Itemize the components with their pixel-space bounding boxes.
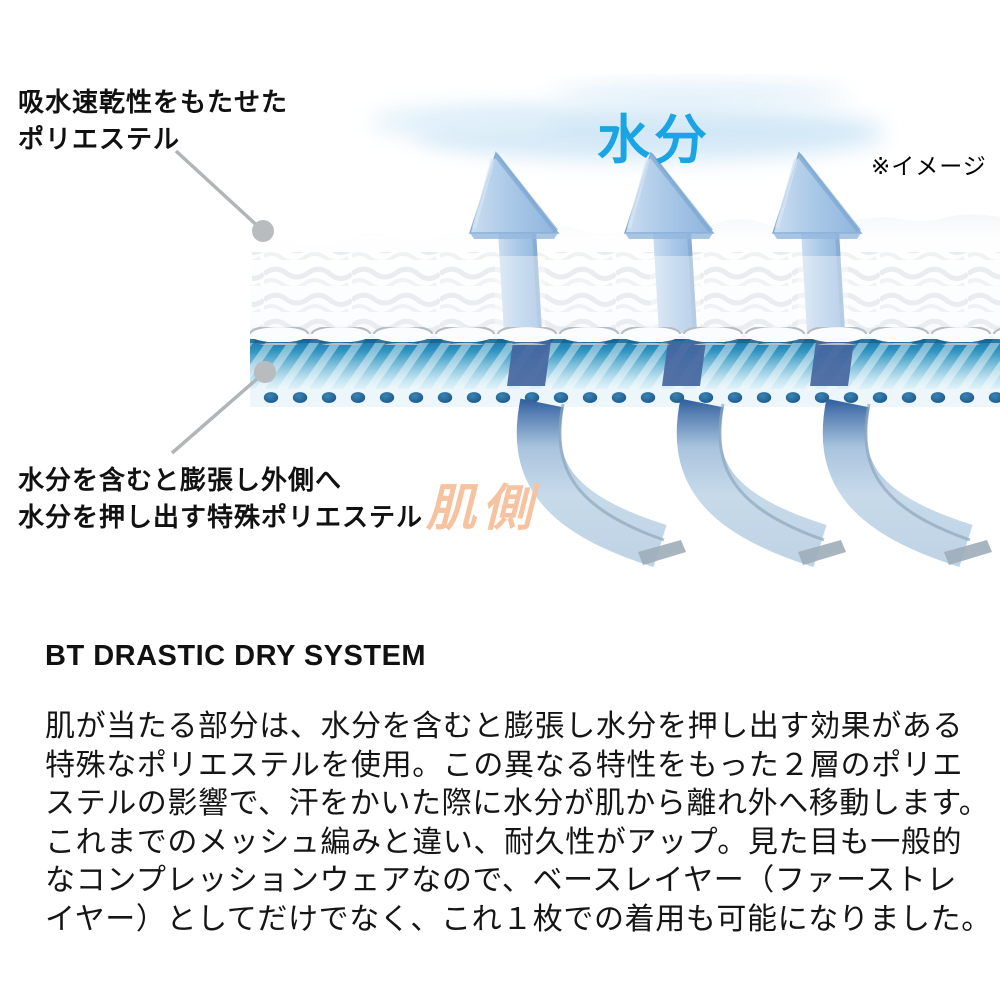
fabric-wave-texture (252, 252, 1000, 340)
description-paragraph: 肌が当たる部分は、水分を含むと膨張し水分を押し出す効果がある 特殊なポリエステル… (45, 708, 992, 939)
fabric-diagram-illustration (170, 85, 1000, 567)
up-arrow-shaft-1 (495, 231, 545, 334)
paragraph-line: イヤー）としてだけでなく、これ１枚での着用も可能になりました。 (45, 902, 992, 936)
outer-layer-caption-line1: 吸水速乾性をもたせた (18, 87, 289, 117)
leader-line-inner-layer (170, 361, 276, 455)
up-arrow-1 (468, 151, 560, 239)
moisture-label: 水分 (597, 111, 711, 170)
image-disclaimer-note: ※イメージ (871, 153, 987, 179)
moisture-ribbons (516, 398, 992, 567)
moisture-ribbon-1 (516, 398, 686, 567)
up-arrow-3 (771, 151, 863, 239)
moisture-ribbon-3 (822, 398, 992, 567)
moisture-up-arrows (468, 151, 863, 239)
layer-seam-scallops (250, 327, 1000, 345)
moisture-up-arrow-shafts (495, 231, 848, 334)
moisture-cloud (370, 85, 885, 160)
skin-side-label: 肌側 (426, 480, 538, 536)
paragraph-line: 特殊なポリエステルを使用。この異なる特性をもった２層のポリエ (45, 748, 963, 782)
paragraph-line: これまでのメッシュ編みと違い、耐久性がアップ。見た目も一般的 (45, 825, 963, 859)
section-heading: BT DRASTIC DRY SYSTEM (45, 640, 427, 672)
up-arrow-shaft-3 (798, 231, 848, 334)
paragraph-line: 肌が当たる部分は、水分を含むと膨張し水分を押し出す効果がある (45, 710, 963, 743)
outer-fabric-layer (250, 214, 1000, 345)
up-arrow-2 (623, 151, 715, 239)
inner-layer-caption: 水分を含むと膨張し外側へ 水分を押し出す特殊ポリエステル (18, 462, 423, 536)
up-arrow-shaft-2 (650, 231, 700, 334)
paragraph-line: なコンプレッションウェアなので、ベースレイヤー（ファーストレ (45, 864, 957, 897)
arrow-roots-in-inner-layer (507, 341, 854, 386)
inner-layer-caption-line1: 水分を含むと膨張し外側へ (18, 465, 343, 495)
inner-layer-caption-line2: 水分を押し出す特殊ポリエステル (18, 502, 424, 532)
inner-fabric-layer (250, 339, 1000, 407)
outer-layer-caption: 吸水速乾性をもたせた ポリエステル (18, 84, 288, 158)
moisture-ribbon-2 (676, 398, 846, 567)
paragraph-line: ステルの影響で、汗をかいた際に水分が肌から離れ外へ移動します。 (45, 787, 990, 820)
leader-line-outer-layer (174, 149, 274, 242)
perforation-dots (252, 390, 1000, 405)
outer-layer-caption-line2: ポリエステル (18, 124, 181, 154)
